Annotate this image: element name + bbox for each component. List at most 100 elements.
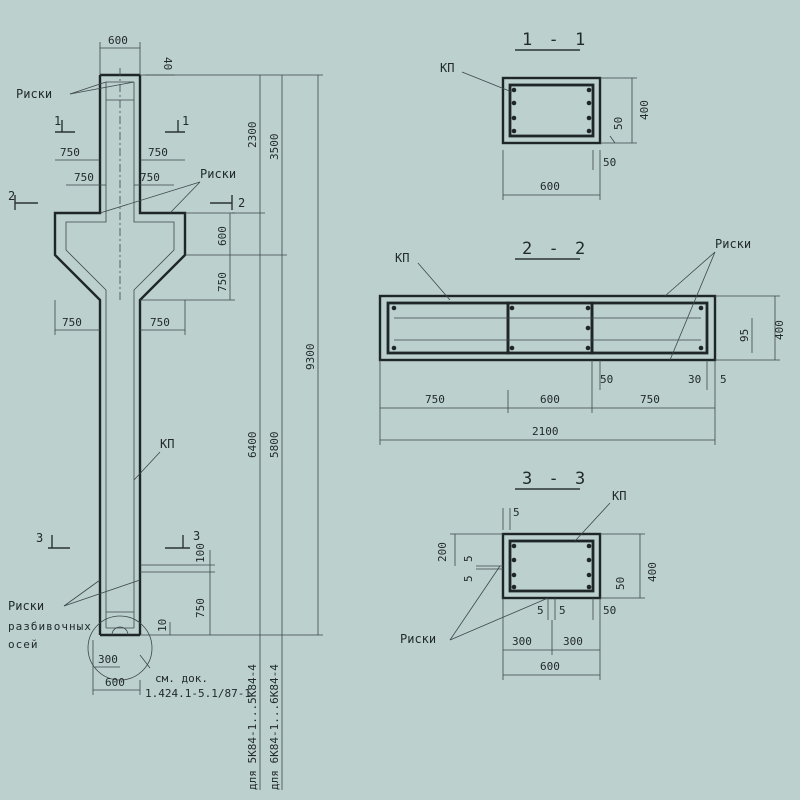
dim-base-100: 100 — [140, 543, 215, 573]
svg-text:2300: 2300 — [246, 122, 259, 149]
section-2-2-bars — [391, 305, 704, 351]
dim-s3-5top: 5 — [502, 506, 520, 530]
svg-text:5: 5 — [513, 506, 520, 519]
dim-head-750: 750 — [140, 255, 235, 301]
dim-s3-300s: 300 300 — [502, 598, 601, 680]
svg-text:400: 400 — [646, 562, 659, 582]
section-1-1-cage — [508, 83, 595, 138]
svg-text:50: 50 — [603, 156, 616, 169]
dim-s3-50b: 50 — [592, 598, 616, 620]
label-kp-s3: КП — [612, 489, 626, 503]
dim-750-mid-right: 750 — [134, 171, 174, 186]
svg-text:750: 750 — [216, 272, 229, 292]
svg-text:750: 750 — [74, 171, 94, 184]
dim-3500: 3500 — [235, 74, 287, 256]
leader-riski-top-a — [69, 81, 107, 95]
dim-s3-400: 400 — [600, 533, 659, 599]
column-outline-right — [138, 75, 187, 635]
svg-text:5: 5 — [720, 373, 727, 386]
svg-text:750: 750 — [62, 316, 82, 329]
svg-text:300: 300 — [563, 635, 583, 648]
column-elevation: Риски Риски КП Риски разбивочных осей см… — [8, 34, 323, 790]
section-1-1-title: 1 - 1 — [522, 30, 588, 50]
svg-text:750: 750 — [60, 146, 80, 159]
label-osey: осей — [8, 638, 39, 651]
leader-riski-s3-b — [449, 597, 549, 641]
section-3-3-title: 3 - 3 — [522, 469, 588, 489]
dim-col-top-40: 40 — [145, 57, 175, 76]
column-outline-left — [53, 75, 102, 635]
dim-2300: 2300 — [140, 74, 265, 213]
svg-text:400: 400 — [638, 100, 651, 120]
leader-riski-s2-b — [669, 251, 716, 361]
section-2-2-title: 2 - 2 — [522, 239, 588, 259]
label-riski-s2: Риски — [715, 237, 751, 251]
dim-s2-30: 30 — [688, 360, 708, 390]
svg-text:100: 100 — [194, 543, 207, 563]
dim-s1-50b: 50 — [592, 150, 616, 170]
dim-base-750: 750 — [140, 572, 215, 636]
svg-text:5: 5 — [462, 575, 475, 582]
dim-s2-2100: 2100 — [380, 425, 715, 441]
svg-text:40: 40 — [161, 57, 174, 70]
svg-text:5: 5 — [559, 604, 566, 617]
dim-s3-5a: 5 — [462, 555, 475, 562]
svg-text:600: 600 — [540, 180, 560, 193]
label-kp-column: КП — [160, 437, 174, 451]
svg-text:2: 2 — [8, 189, 15, 203]
section-mark-3: 3 3 — [36, 529, 200, 549]
section-3-3: 3 - 3 КП Риски 5 200 5 5 — [400, 469, 659, 680]
label-razbivochnykh: разбивочных — [8, 620, 92, 633]
svg-text:5: 5 — [462, 555, 475, 562]
svg-text:50: 50 — [603, 604, 616, 617]
dim-750-upper-left: 750 — [55, 146, 100, 161]
svg-text:50: 50 — [612, 117, 625, 130]
leader-axes-a — [63, 579, 101, 607]
section-3-3-cage — [508, 539, 595, 593]
svg-text:5800: 5800 — [268, 432, 281, 459]
label-variant-6k: для 6К84-1...6К84-4 — [268, 664, 281, 790]
svg-text:3: 3 — [193, 529, 200, 543]
label-variant-5k: для 5К84-1...5К84-4 — [246, 664, 259, 790]
rebar-left — [65, 82, 107, 628]
svg-text:200: 200 — [436, 542, 449, 562]
dim-base-10: 10 — [156, 619, 171, 635]
section-1-1-outline — [501, 76, 602, 145]
svg-text:750: 750 — [148, 146, 168, 159]
leader-riski-top-b — [69, 81, 135, 95]
leader-riski-shoulder-a — [99, 181, 201, 214]
leader-riski-s3-a — [449, 565, 501, 641]
svg-text:600: 600 — [108, 34, 128, 47]
dim-s2-segments: 750 600 750 — [379, 360, 716, 445]
svg-text:9300: 9300 — [304, 344, 317, 371]
dim-s3-50: 50 — [614, 577, 627, 590]
dim-5800: 5800 — [265, 255, 287, 636]
base-notch — [111, 626, 129, 636]
svg-text:600: 600 — [216, 226, 229, 246]
section-3-3-bars — [511, 543, 592, 590]
dim-s1-50a: 50 — [609, 117, 625, 144]
section-2-2-cage-left — [386, 301, 510, 355]
svg-text:750: 750 — [640, 393, 660, 406]
section-2-2-cage-mid — [506, 301, 594, 355]
dim-750-lower-left: 750 — [54, 300, 100, 335]
label-riski-top: Риски — [16, 87, 52, 101]
svg-text:600: 600 — [540, 660, 560, 673]
dim-s1-400: 400 — [600, 77, 651, 144]
svg-text:50: 50 — [614, 577, 627, 590]
svg-text:50: 50 — [600, 373, 613, 386]
dim-750-lower-right: 750 — [140, 300, 186, 335]
svg-text:2: 2 — [238, 196, 245, 210]
dim-s3-600: 600 — [503, 660, 600, 676]
label-doc-number: 1.424.1-5.1/87-1 — [145, 687, 251, 700]
leader-kp-column — [133, 451, 161, 481]
dim-s3-5d: 5 — [554, 598, 566, 620]
base-detail-circle — [87, 615, 153, 681]
section-mark-1: 1 1 — [54, 114, 189, 133]
dim-750-mid-left: 750 — [66, 171, 106, 186]
dim-s3-5c: 5 — [537, 598, 549, 620]
svg-text:1: 1 — [182, 114, 189, 128]
dim-s2-400: 400 — [715, 295, 786, 361]
svg-text:1: 1 — [54, 114, 61, 128]
